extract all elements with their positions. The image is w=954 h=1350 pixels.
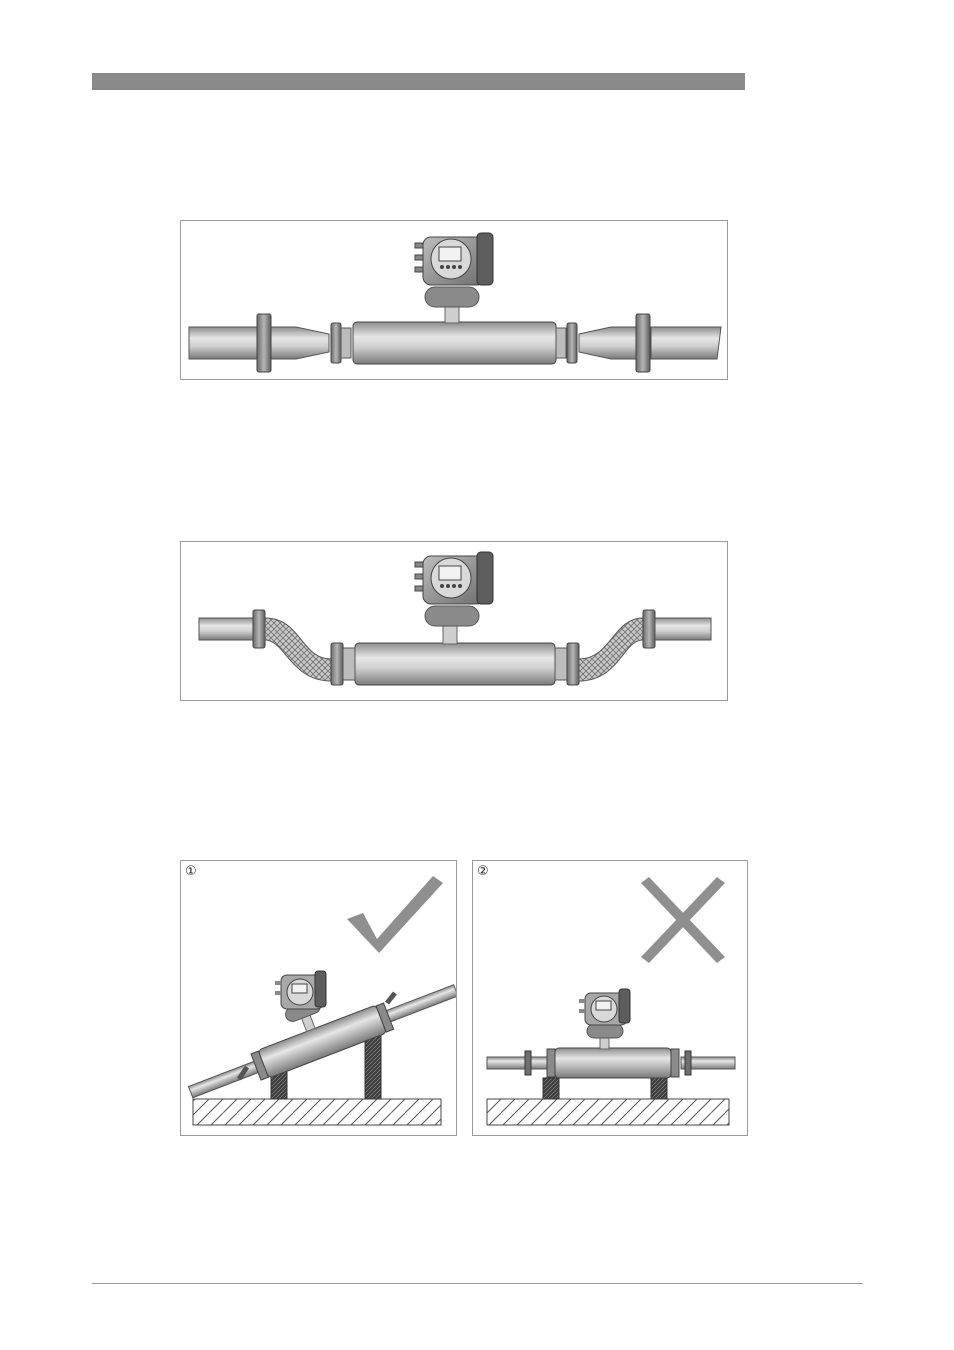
display-window (439, 247, 461, 261)
reducer-right (556, 328, 566, 358)
converter-housing (579, 989, 630, 1025)
converter-housing (415, 552, 493, 604)
correct-installation-drawing (181, 861, 457, 1136)
figure-correct-installation: ① (180, 860, 457, 1136)
right-pipe (655, 618, 711, 640)
flange-right-outer (636, 314, 650, 372)
flange-left-outer (253, 610, 265, 648)
flange-right-inner (567, 643, 579, 685)
reducer-left (341, 328, 351, 358)
converter-housing (275, 971, 326, 1009)
meter-body (355, 643, 555, 685)
flexible-hose-left (265, 618, 331, 681)
flexible-hose-right (579, 618, 643, 681)
meter-neck (443, 624, 457, 644)
floor (487, 1099, 729, 1125)
figure-reducers (180, 220, 728, 380)
support-right (651, 1078, 667, 1099)
flange-right-outer (643, 610, 655, 648)
cross-icon (641, 877, 725, 963)
floor (193, 1099, 441, 1125)
reducer-installation-drawing (181, 221, 728, 380)
flange-left-inner (331, 643, 343, 685)
converter-housing (415, 233, 493, 285)
flange-right-inner (567, 323, 577, 363)
check-icon (347, 876, 443, 953)
converter-adapter (425, 606, 479, 626)
footer-rule (92, 1283, 863, 1284)
left-pipe (199, 618, 253, 640)
flange-left-outer (257, 314, 271, 372)
flange-left-inner (331, 323, 341, 363)
horizontal-meter (487, 1024, 735, 1078)
meter-body (353, 322, 556, 364)
meter-neck (445, 305, 459, 323)
converter-adapter (425, 287, 479, 307)
figure-flexible-hoses (180, 541, 728, 701)
flexible-hose-installation-drawing (181, 542, 728, 701)
figure-incorrect-installation: ② (472, 860, 748, 1136)
support-left (543, 1078, 559, 1099)
header-bar (92, 73, 745, 90)
incorrect-installation-drawing (473, 861, 748, 1136)
